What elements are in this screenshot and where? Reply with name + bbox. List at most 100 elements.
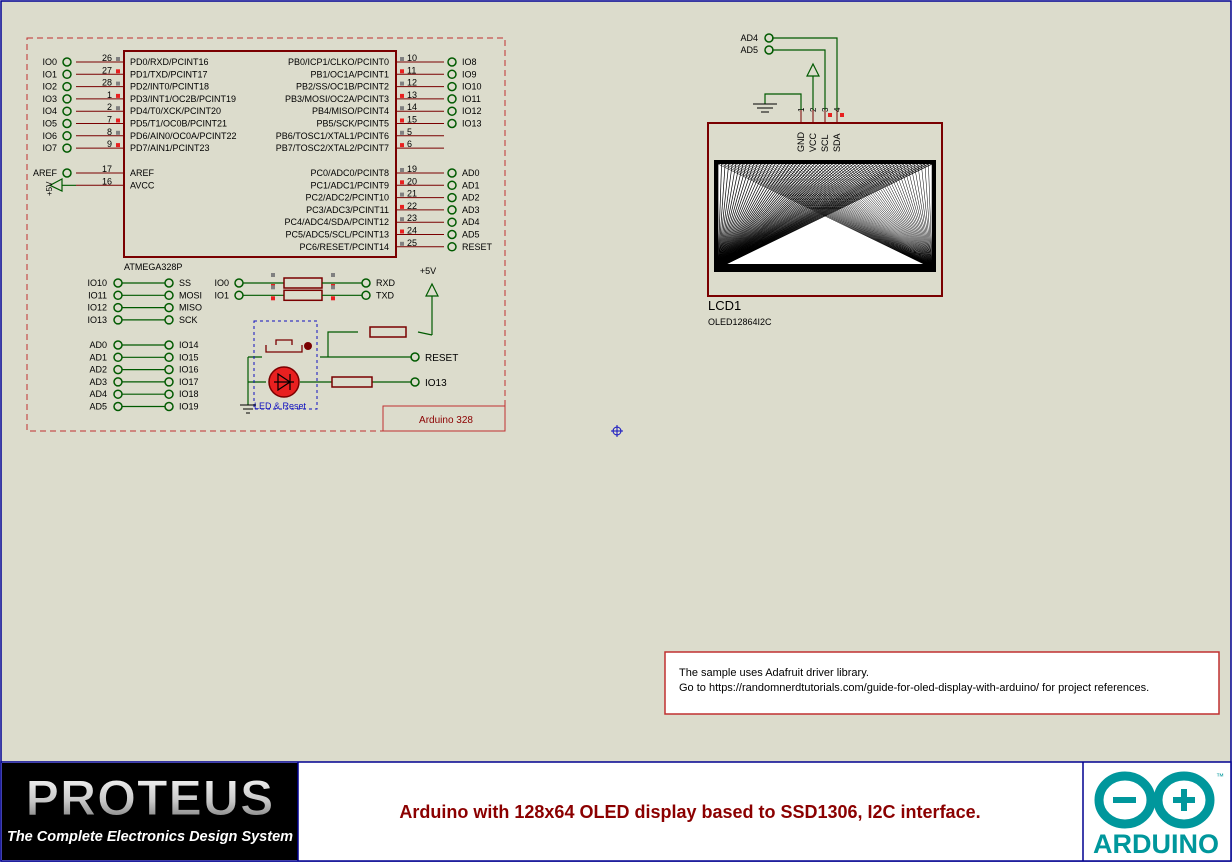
oled-sweep-line bbox=[717, 163, 744, 269]
arduino-module-boundary[interactable] bbox=[26, 37, 506, 432]
oled-sweep-line bbox=[924, 163, 933, 269]
pin-function: PC1/ADC1/PCINT9 bbox=[310, 180, 389, 190]
alias-terminal-right[interactable] bbox=[164, 340, 174, 350]
pullup-resistor[interactable] bbox=[369, 326, 407, 338]
alias-left-label: IO10 bbox=[87, 278, 107, 288]
ad5-terminal[interactable] bbox=[764, 45, 774, 55]
net-terminal[interactable] bbox=[62, 69, 72, 80]
net-terminal[interactable] bbox=[447, 217, 457, 227]
alias-terminal-right[interactable] bbox=[164, 364, 174, 375]
alias-terminal-right[interactable] bbox=[164, 377, 174, 387]
net-terminal[interactable] bbox=[447, 57, 457, 67]
oled-sweep-line bbox=[717, 163, 844, 269]
net-terminal[interactable] bbox=[62, 81, 72, 92]
pin-marker bbox=[331, 273, 335, 277]
alias-terminal-right[interactable] bbox=[164, 290, 174, 301]
net-terminal[interactable] bbox=[447, 81, 457, 92]
note-textbox[interactable]: The sample uses Adafruit driver library.… bbox=[664, 651, 1220, 715]
alias-terminal-right[interactable] bbox=[164, 315, 174, 325]
oled-sweep-line bbox=[903, 163, 933, 269]
net-terminal[interactable] bbox=[447, 106, 457, 116]
pin-number: 8 bbox=[107, 127, 112, 137]
net-terminal[interactable] bbox=[447, 118, 457, 129]
pin-marker bbox=[400, 118, 404, 123]
net-label: IO3 bbox=[42, 94, 57, 104]
alias-terminal-right[interactable] bbox=[164, 278, 174, 288]
pin-number: 9 bbox=[107, 139, 112, 149]
io13-terminal[interactable] bbox=[410, 377, 420, 387]
oled-sweep-line bbox=[717, 163, 740, 269]
alias-terminal-right[interactable] bbox=[164, 401, 174, 412]
net-terminal[interactable] bbox=[62, 118, 72, 129]
oled-part-label: OLED12864I2C bbox=[708, 317, 772, 327]
oled-sweep-line bbox=[896, 163, 933, 269]
aref-terminal[interactable] bbox=[62, 168, 72, 178]
ad4-terminal[interactable] bbox=[764, 33, 774, 43]
oled-sweep-line bbox=[717, 163, 769, 269]
led-resistor[interactable] bbox=[331, 376, 373, 388]
net-terminal[interactable] bbox=[62, 94, 72, 104]
alias-right-label: MOSI bbox=[179, 290, 202, 300]
oled-net-ad4: AD4 bbox=[740, 33, 758, 43]
net-terminal[interactable] bbox=[447, 229, 457, 240]
oled-pin-name: SCL bbox=[820, 134, 830, 152]
net-terminal[interactable] bbox=[447, 242, 457, 252]
net-label: AD1 bbox=[462, 180, 480, 190]
oled-sweep-line bbox=[717, 163, 776, 269]
serial-terminal-right[interactable] bbox=[361, 290, 371, 301]
pin-function: PC2/ADC2/PCINT10 bbox=[305, 193, 389, 203]
led-reset-circuit[interactable]: +5V RESET IO13 LED & Reset bbox=[240, 266, 458, 414]
net-label: IO0 bbox=[42, 57, 57, 67]
oled-sweep-line bbox=[717, 163, 851, 269]
reset-terminal[interactable] bbox=[410, 352, 420, 362]
net-label: IO2 bbox=[42, 82, 57, 92]
reset-pushbutton[interactable] bbox=[265, 339, 303, 353]
net-label: IO6 bbox=[42, 131, 57, 141]
oled-sweep-line bbox=[717, 163, 826, 269]
oled-sweep-line bbox=[717, 163, 730, 269]
oled-sweep-line bbox=[717, 163, 833, 269]
net-terminal[interactable] bbox=[447, 192, 457, 203]
pin-function: PC6/RESET/PCINT14 bbox=[299, 242, 389, 252]
pin-marker bbox=[400, 69, 404, 74]
alias-terminal-right[interactable] bbox=[164, 302, 174, 313]
arduino-infinity-right bbox=[1153, 771, 1215, 829]
pin-marker bbox=[400, 192, 404, 197]
net-terminal[interactable] bbox=[62, 143, 72, 153]
net-terminal[interactable] bbox=[62, 57, 72, 67]
net-terminal[interactable] bbox=[447, 205, 457, 215]
pin-marker bbox=[400, 241, 404, 246]
oled-sweep-line bbox=[717, 163, 829, 269]
aref-label: AREF bbox=[33, 168, 58, 178]
pin-number: 27 bbox=[102, 65, 112, 75]
net-terminal[interactable] bbox=[62, 106, 72, 116]
supply-label: +5V bbox=[420, 266, 436, 276]
pin-function: PD0/RXD/PCINT16 bbox=[130, 57, 209, 67]
net-terminal[interactable] bbox=[447, 69, 457, 80]
net-terminal[interactable] bbox=[447, 94, 457, 104]
atmega328p-chip[interactable] bbox=[123, 50, 397, 258]
serial-terminal-right[interactable] bbox=[361, 278, 371, 288]
pin-marker bbox=[116, 69, 120, 74]
reset-net-label: RESET bbox=[425, 353, 458, 364]
selection-box[interactable] bbox=[253, 320, 318, 410]
pin-marker bbox=[400, 168, 404, 172]
oled-sweep-line bbox=[717, 163, 737, 269]
oled-sweep-line bbox=[913, 163, 933, 269]
button-actuator-icon[interactable] bbox=[304, 342, 312, 350]
group-label: LED & Reset bbox=[254, 401, 307, 411]
alias-right-label: IO15 bbox=[179, 352, 199, 362]
net-terminal[interactable] bbox=[447, 180, 457, 191]
alias-terminal-right[interactable] bbox=[164, 352, 174, 363]
net-terminal[interactable] bbox=[447, 168, 457, 178]
net-terminal[interactable] bbox=[62, 131, 72, 141]
pin-number: 6 bbox=[407, 139, 412, 149]
oled-sweep-line bbox=[717, 163, 733, 269]
alias-right-label: IO14 bbox=[179, 340, 199, 350]
pin-function: PD4/T0/XCK/PCINT20 bbox=[130, 106, 221, 116]
alias-terminal-right[interactable] bbox=[164, 389, 174, 399]
pin-number: 20 bbox=[407, 176, 417, 186]
